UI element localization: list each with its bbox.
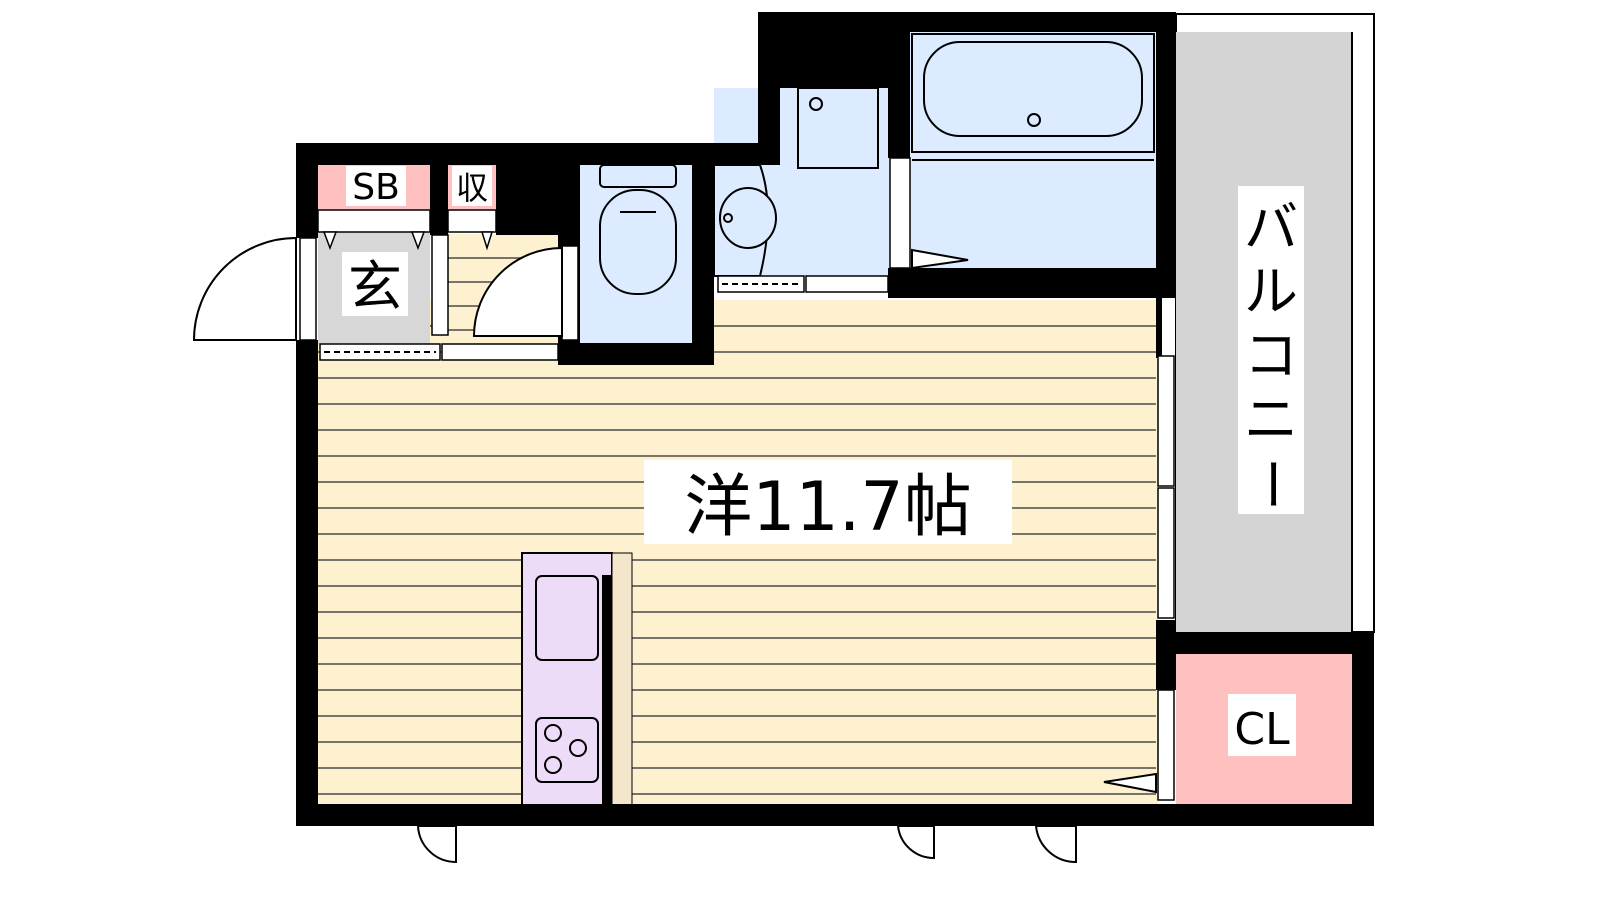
balcony-label-3: コ: [1244, 324, 1298, 387]
swing-doors: [192, 236, 1157, 864]
door-stops: [322, 231, 494, 251]
western-room-label: 洋11.7帖: [684, 468, 971, 547]
label-western-room: 洋11.7帖: [644, 460, 1012, 547]
storage-shelf: [447, 209, 497, 233]
label-entrance: 玄: [342, 252, 408, 318]
bathtub: [911, 33, 1155, 161]
label-balcony: バ ル コ ニ ー: [1238, 186, 1304, 514]
kitchen-backsplash: [602, 575, 612, 805]
walls: [296, 12, 1374, 826]
balcony-label-1: バ: [1244, 196, 1298, 259]
closet-label: CL: [1234, 704, 1290, 755]
wash-basin: [713, 87, 879, 277]
door-dashes: [324, 283, 800, 353]
label-storage: 収: [452, 166, 492, 207]
stove: [535, 717, 599, 783]
balcony-label-2: ル: [1244, 260, 1298, 323]
shoebox-label: SB: [352, 167, 400, 208]
shoebox-shelf: [317, 209, 431, 233]
kitchen-counter: [521, 552, 633, 806]
balcony-label-4: ニ: [1244, 388, 1298, 451]
floor-planks: [318, 325, 1156, 795]
western-room-floor: [318, 300, 1158, 806]
label-closet: CL: [1228, 694, 1296, 756]
toilet-fixture: [599, 164, 677, 295]
label-shoebox: SB: [346, 166, 406, 208]
storage-label: 収: [456, 169, 488, 207]
sink: [535, 575, 599, 661]
balcony-label-5: ー: [1240, 457, 1303, 511]
entrance-label: 玄: [348, 255, 402, 318]
